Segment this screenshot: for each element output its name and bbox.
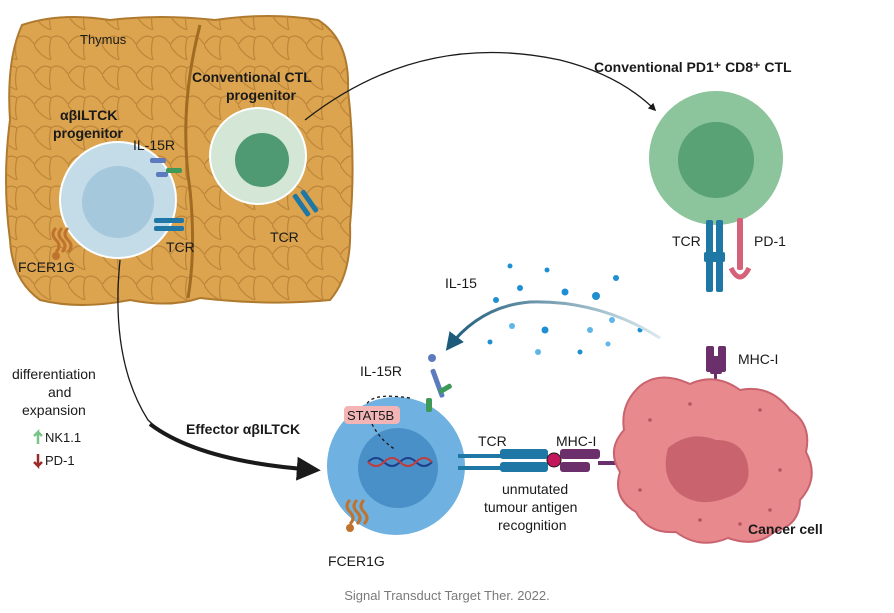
mhc-cancer-label: MHC-I [738, 351, 778, 367]
fcer1g-top-label: FCER1G [18, 259, 75, 275]
mhc-effector-label: MHC-I [556, 433, 596, 449]
tcr-ctl-icon [704, 220, 725, 292]
thymus-label: Thymus [80, 32, 127, 47]
unmutated-label-1: unmutated [502, 481, 568, 497]
il15r-effector-label: IL-15R [360, 363, 402, 379]
il15-label: IL-15 [445, 275, 477, 291]
conv-progenitor-label-2: progenitor [226, 87, 297, 103]
tcr-ctl-label: TCR [672, 233, 701, 249]
il15-dots [487, 263, 643, 355]
il15r-effector-icon [426, 354, 452, 412]
cancer-cell [613, 376, 813, 544]
tcr-progenitor-label: TCR [166, 239, 195, 255]
nk11-up-arrow-icon [33, 428, 43, 444]
conv-progenitor-label-1: Conventional CTL [192, 69, 312, 85]
tcr-progenitor-icon [154, 218, 184, 231]
stat5b-badge [344, 406, 400, 424]
tcr-mhc-complex-icon [458, 449, 624, 472]
il15r-top-label: IL-15R [133, 137, 175, 153]
pd1-ctl-label: PD-1 [754, 233, 786, 249]
stat5b-label: STAT5B [347, 408, 394, 423]
differentiation-label-2: and [48, 384, 71, 400]
tcr-conv-progenitor-label: TCR [270, 229, 299, 245]
conventional-ctl-cell [647, 89, 785, 227]
arrow-to-effector-bold [148, 422, 321, 481]
pd1-down-arrow-icon [33, 454, 43, 470]
pd1-ctl-icon [728, 218, 752, 280]
unmutated-label-3: recognition [498, 517, 567, 533]
cancer-cell-label: Cancer cell [748, 521, 823, 537]
pd1-down-label: PD-1 [45, 453, 75, 468]
ab-progenitor-label-1: αβILTCK [60, 107, 117, 123]
arrow-to-conventional-ctl [304, 51, 657, 121]
tcr-conv-progenitor-icon [292, 189, 319, 217]
dna-icon [367, 457, 433, 467]
figure-caption: Signal Transduct Target Ther. 2022. [344, 588, 550, 603]
unmutated-label-2: tumour antigen [484, 499, 577, 515]
fcer1g-bottom-label: FCER1G [328, 553, 385, 569]
conv-ctl-title: Conventional PD1⁺ CD8⁺ CTL [594, 59, 792, 75]
stat5b-signal-path [365, 395, 411, 451]
fcer1g-bottom-icon [345, 498, 369, 532]
nk11-label: NK1.1 [45, 430, 81, 445]
fcer1g-top-icon [51, 226, 73, 260]
ab-progenitor-cell [59, 141, 177, 259]
il15r-receptor-top-icon [150, 158, 182, 177]
differentiation-label-3: expansion [22, 402, 86, 418]
differentiation-label-1: differentiation [12, 366, 96, 382]
tcr-effector-label: TCR [478, 433, 507, 449]
il15-arrow [445, 300, 661, 351]
conv-progenitor-cell [209, 107, 307, 205]
ab-progenitor-label-2: progenitor [53, 125, 124, 141]
effector-title: Effector αβILTCK [186, 421, 300, 437]
